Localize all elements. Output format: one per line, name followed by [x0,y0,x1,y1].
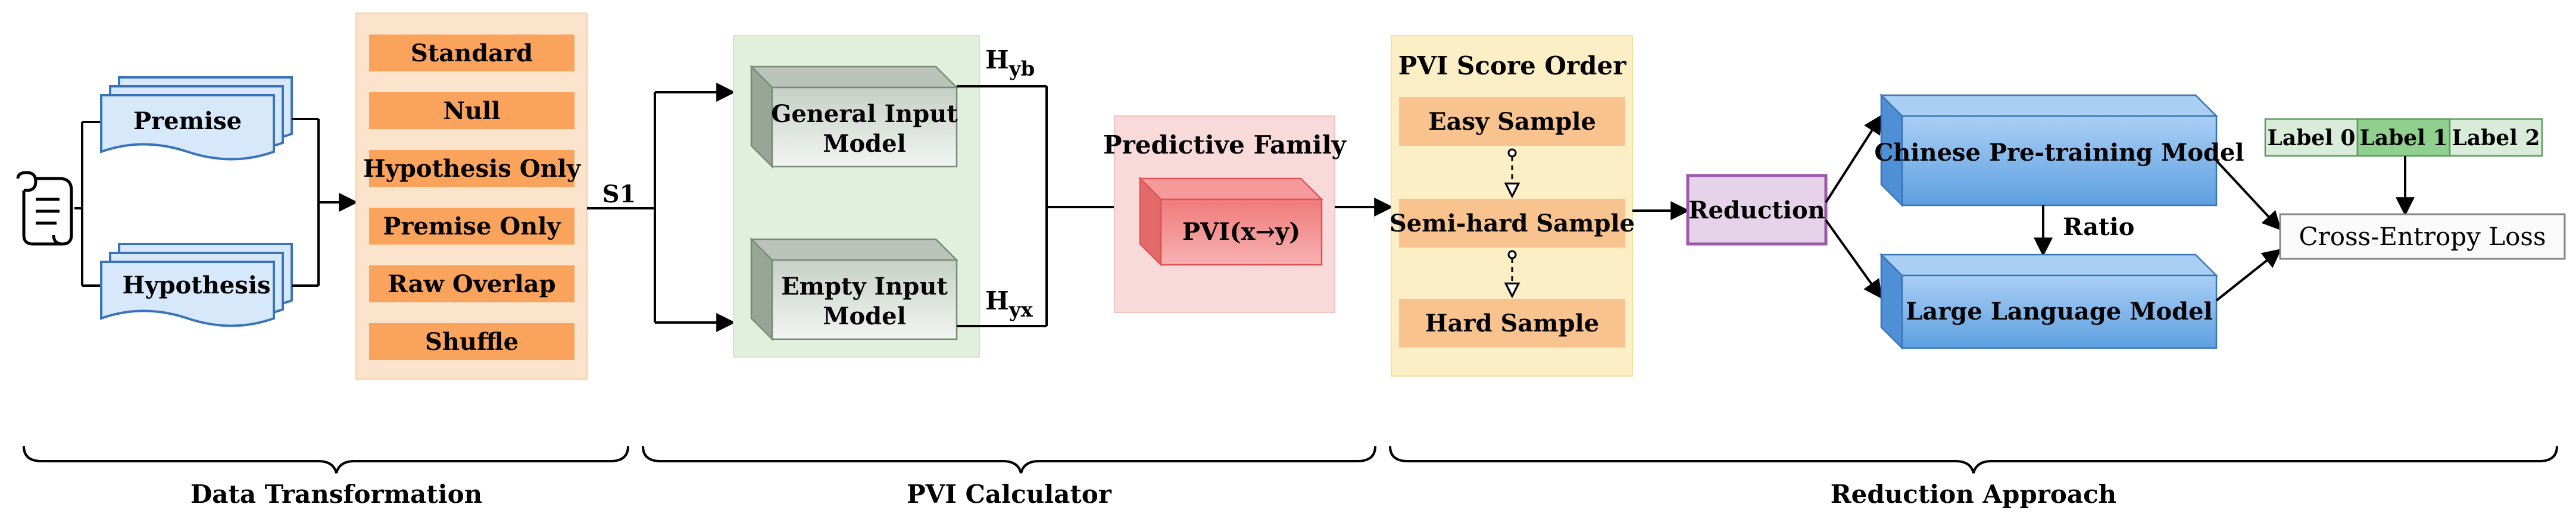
h-connectors [957,85,1114,327]
general-model-line1: General Input [771,100,958,128]
premise-label: Premise [133,107,242,135]
empty-model-line2: Model [823,302,906,330]
reduction-arrows [1825,114,1882,299]
order-item-box [1399,299,1625,348]
transform-item-box [369,35,574,71]
s1-label: S1 [602,180,636,208]
input-connectors [74,121,100,287]
h-yx-label: Hyx [985,286,1033,322]
chinese-model-label: Chinese Pre-training Model [1874,139,2244,167]
section-braces [23,446,2558,474]
order-item-box [1399,97,1625,146]
transform-item-box [369,208,574,245]
hypothesis-doc: Hypothesis [100,243,293,327]
label-cell-text: Label 0 [2268,126,2356,151]
empty-input-model: Empty Input Model [749,237,959,342]
section-reduction-approach: Reduction Approach [1831,480,2116,509]
large-model-label: Large Language Model [1906,298,2212,325]
transform-panel [355,12,588,380]
predictive-title: Predictive Family [1103,130,1347,159]
transform-item-label: Null [443,97,500,125]
label-cell-text: Label 1 [2360,126,2448,151]
reduction-box [1686,174,1828,246]
label-cell-text: Label 2 [2452,126,2540,151]
transform-item-label: Standard [411,39,533,67]
pvi-box: PVI(x→y) [1138,176,1324,267]
label-cell [2264,118,2359,157]
hypothesis-label: Hypothesis [123,271,271,299]
general-input-model: General Input Model [749,64,959,169]
empty-model-line1: Empty Input [781,273,948,301]
transform-item-box [369,265,574,302]
large-language-model-box: Large Language Model [1879,252,2219,350]
h-yb-label: Hyb [985,45,1035,81]
order-item-box [1399,199,1625,248]
transform-item-box [369,150,574,187]
order-title: PVI Score Order [1398,51,1627,80]
scroll-icon [16,171,73,246]
order-item-label: Easy Sample [1428,108,1596,136]
order-item-label: Hard Sample [1425,309,1599,337]
premise-doc: Premise [100,76,293,161]
ratio-label: Ratio [2063,213,2134,241]
order-link-dot [1507,250,1517,259]
transform-item-box [369,92,574,129]
doc-connectors [292,118,358,287]
order-link-dot [1507,148,1517,158]
s1-connectors [587,83,736,332]
section-data-transformation: Data Transformation [191,480,482,509]
label-cell [2449,118,2543,157]
transform-item-label: Premise Only [383,212,561,240]
transform-item-label: Raw Overlap [388,270,555,298]
section-pvi-calculator: PVI Calculator [907,480,1112,509]
order-item-label: Semi-hard Sample [1390,209,1635,237]
transform-item-box [369,323,574,360]
loss-label: Cross-Entropy Loss [2299,222,2546,251]
loss-box [2279,213,2566,260]
transform-item-label: Shuffle [425,328,519,356]
reduction-label: Reduction [1688,196,1825,224]
pvi-box-label: PVI(x→y) [1182,218,1300,246]
transform-item-label: Hypothesis Only [363,155,582,183]
to-loss-arrows [2215,159,2282,302]
general-model-line2: Model [823,130,906,158]
chinese-model-box: Chinese Pre-training Model [1874,93,2244,208]
